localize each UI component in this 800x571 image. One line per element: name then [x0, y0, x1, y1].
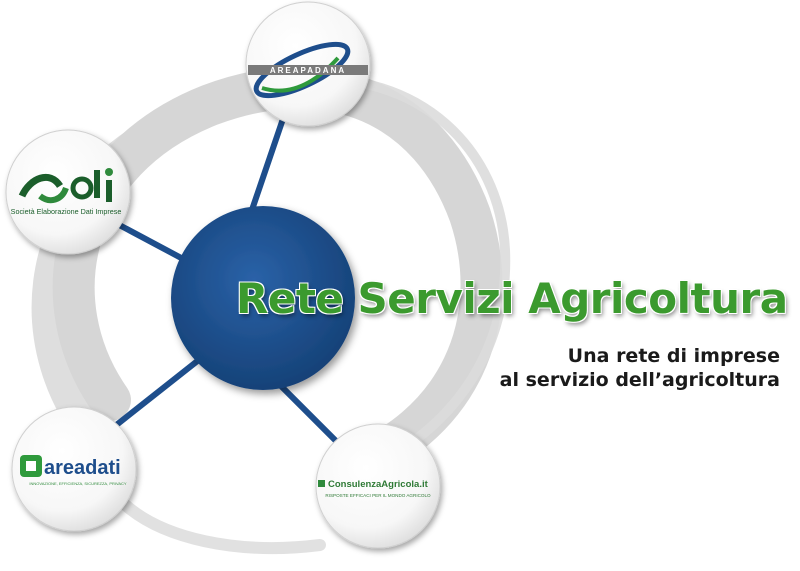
headline: Rete Servizi Agricoltura [236, 274, 788, 323]
areapadana-label: AREAPADANA [270, 66, 346, 75]
areadati-claim: INNOVAZIONE, EFFICIENZA, SICUREZZA, PRIV… [29, 481, 127, 486]
partner-sedi[interactable]: Società Elaborazione Dati Imprese [5, 129, 131, 255]
tagline-line-1: Una rete di imprese [567, 345, 780, 367]
areapadana-logo-icon [248, 41, 368, 99]
consulenza-label: ConsulenzaAgricola.it [328, 479, 429, 490]
sedi-label: Società Elaborazione Dati Imprese [11, 207, 122, 216]
consulenza-claim: RISPOSTE EFFICACI PER IL MONDO AGRICOLO [325, 493, 431, 498]
partner-areadati[interactable]: areadati INNOVAZIONE, EFFICIENZA, SICURE… [11, 406, 137, 532]
sedi-logo-icon [18, 168, 113, 204]
headline-word-rete: Rete [236, 274, 344, 323]
tagline: Una rete di imprese al servizio dell’agr… [500, 344, 780, 392]
connector-areadati [108, 352, 207, 433]
hub-circle [171, 206, 355, 390]
consulenza-logo-icon [318, 480, 325, 487]
partner-areapadana[interactable]: AREAPADANA [245, 1, 371, 127]
connector-consulenza [272, 377, 343, 448]
tagline-line-2: al servizio dell’agricoltura [499, 369, 780, 391]
partner-consulenza[interactable]: ConsulenzaAgricola.it RISPOSTE EFFICACI … [315, 423, 441, 549]
headline-word-servizi: Servizi Agricoltura [357, 274, 789, 323]
areadati-label: areadati [44, 457, 121, 479]
areadati-logo-icon [20, 455, 42, 477]
